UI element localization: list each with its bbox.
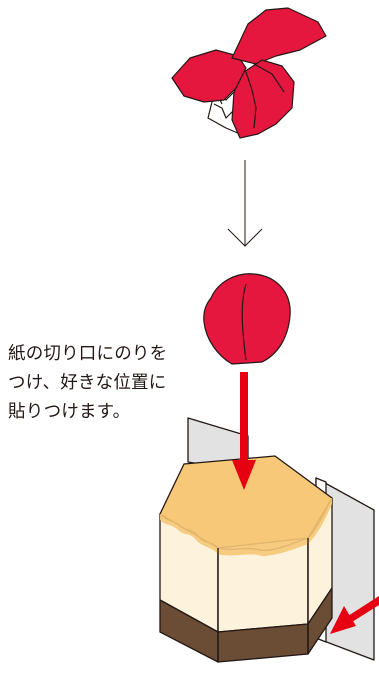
instruction-line-3: 貼りつけます。	[8, 402, 131, 422]
insert-arrow-icon	[330, 595, 379, 634]
down-arrow-icon	[227, 160, 263, 247]
insert-arrow-icon	[232, 372, 256, 490]
flower-assembly-illustration	[171, 7, 327, 139]
folded-flower-piece-illustration	[203, 273, 291, 365]
instruction-caption: 紙の切り口にのりを つけ、好きな位置に 貼りつけます。	[8, 340, 208, 427]
instruction-line-1: 紙の切り口にのりを	[8, 344, 168, 364]
hexagon-cake-illustration	[159, 417, 375, 663]
instruction-line-2: つけ、好きな位置に	[8, 373, 167, 393]
